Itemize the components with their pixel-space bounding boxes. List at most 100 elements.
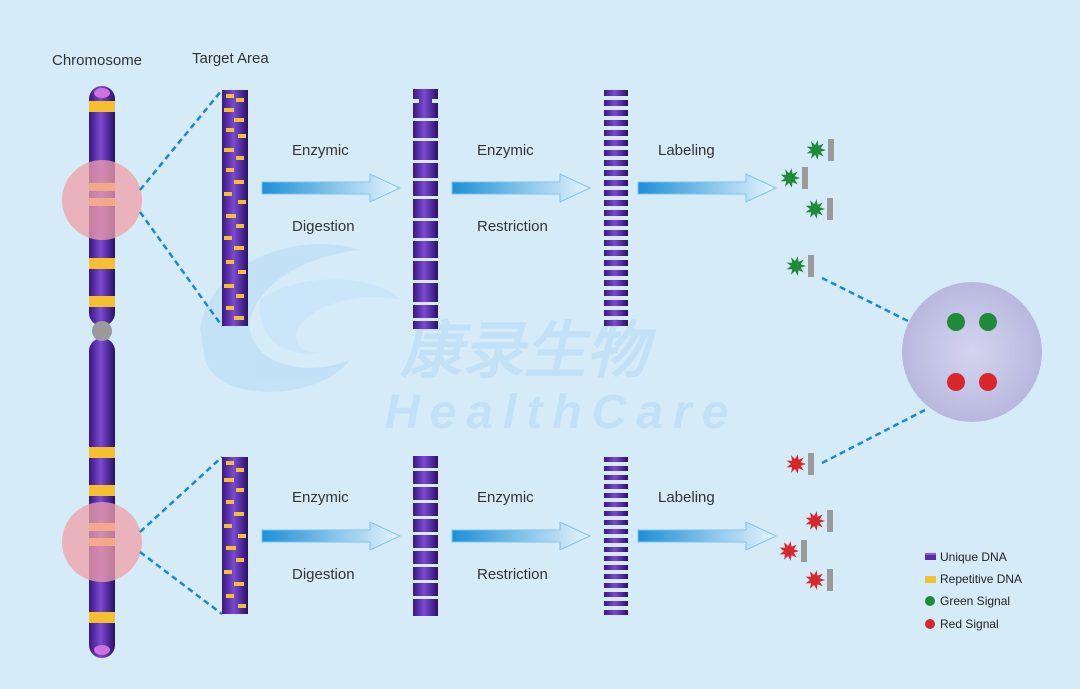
repeat-mark — [224, 236, 232, 240]
red-signal-probe-icon — [779, 541, 799, 561]
dna-fragment — [604, 484, 628, 489]
dna-fragment — [604, 290, 628, 296]
dna-fragment — [604, 140, 628, 146]
red-signal-probe-icon — [805, 570, 825, 590]
probe-bar — [828, 139, 834, 161]
gap — [413, 484, 438, 487]
step-label-labeling: Labeling — [658, 489, 715, 506]
repeat-mark — [238, 534, 246, 538]
arrow-restriction-lower — [451, 521, 592, 551]
gap — [413, 564, 438, 567]
arrow-restriction-upper — [451, 173, 592, 203]
digested-fragments-upper — [413, 89, 438, 329]
repeat-mark — [226, 94, 234, 98]
dna-fragment — [604, 300, 628, 306]
red-signal-probe-icon — [786, 454, 806, 474]
green-signal-probe-icon — [805, 199, 825, 219]
dna-fragment — [604, 320, 628, 326]
legend-label-repetitive-dna: Repetitive DNA — [940, 572, 1022, 586]
arrow-labeling-upper — [637, 173, 778, 203]
repeat-mark — [226, 128, 234, 132]
restricted-fragments-lower — [604, 457, 628, 615]
zoom-lines — [138, 89, 926, 615]
dna-fragment — [604, 565, 628, 570]
dna-fragment — [604, 230, 628, 236]
step-label-enzymic: Enzymic — [477, 142, 534, 159]
target-area-lower — [222, 457, 248, 614]
chromosome-arm-lower — [89, 338, 115, 658]
step-label-enzymic: Enzymic — [292, 489, 349, 506]
legend-label-unique-dna: Unique DNA — [940, 550, 1007, 564]
step-label-enzymic: Enzymic — [292, 142, 349, 159]
arrow-digestion-upper — [261, 173, 402, 203]
dna-fragment — [604, 592, 628, 597]
dna-fragment — [604, 270, 628, 276]
dna-fragment — [604, 502, 628, 507]
dna-fragment — [604, 90, 628, 96]
dna-fragment — [604, 120, 628, 126]
green-signal-probe-icon — [780, 168, 800, 188]
dna-fragment — [604, 466, 628, 471]
red-signal-dot — [947, 373, 965, 391]
process-arrows — [261, 173, 778, 551]
dna-fragment — [604, 457, 628, 462]
repeat-mark — [224, 192, 232, 196]
chromosome-tip-lower — [94, 645, 110, 655]
probe-bar — [827, 198, 833, 220]
watermark-chinese: 康录生物 — [399, 317, 657, 386]
dna-fragment — [604, 100, 628, 106]
repeat-mark — [236, 294, 244, 298]
repeat-mark — [236, 224, 244, 228]
green-signal-dot — [979, 313, 997, 331]
dna-fragment — [604, 260, 628, 266]
repetitive-band — [89, 258, 115, 269]
dna-fragment — [604, 601, 628, 606]
dna-fragment — [604, 310, 628, 316]
legend-swatch-red-signal — [925, 619, 935, 629]
probe-bar — [827, 569, 833, 591]
repeat-mark — [226, 594, 234, 598]
dna-fragment — [604, 493, 628, 498]
step-label-enzymic: Enzymic — [477, 489, 534, 506]
gap — [413, 218, 438, 221]
step-label-digestion: Digestion — [292, 566, 355, 583]
arrow-digestion-lower — [261, 521, 402, 551]
repeat-mark — [236, 98, 244, 102]
dna-fragment — [604, 170, 628, 176]
repetitive-band — [89, 101, 115, 112]
probe-bar — [802, 167, 808, 189]
dna-fragment — [604, 610, 628, 615]
repeat-mark — [226, 546, 236, 550]
repeat-mark — [224, 570, 232, 574]
repeat-mark — [238, 134, 246, 138]
repetitive-band — [89, 296, 115, 307]
restricted-fragments-upper — [604, 90, 628, 326]
dna-fragment — [604, 583, 628, 588]
repeat-mark — [236, 488, 244, 492]
dna-fragment — [604, 250, 628, 256]
dna-fragment — [604, 280, 628, 286]
step-label-restriction: Restriction — [477, 218, 548, 235]
repeat-mark — [226, 461, 234, 465]
repeat-mark — [238, 200, 246, 204]
step-label-labeling: Labeling — [658, 142, 715, 159]
gap — [413, 258, 438, 261]
repeat-mark — [234, 316, 244, 320]
repeat-mark — [238, 270, 246, 274]
probe-bar — [801, 540, 807, 562]
labeled-probes — [779, 139, 834, 591]
repetitive-band — [89, 485, 115, 496]
zoom-line — [139, 551, 223, 615]
gap — [413, 596, 438, 599]
zoom-line — [821, 276, 911, 324]
dna-fragment — [604, 180, 628, 186]
dna-fragment — [604, 547, 628, 552]
step-label-restriction: Restriction — [477, 566, 548, 583]
gap — [413, 160, 438, 163]
dna-fragment — [604, 556, 628, 561]
zoom-line — [138, 211, 224, 327]
repeat-mark — [236, 468, 244, 472]
dna-fragment — [604, 110, 628, 116]
zoom-line — [139, 456, 223, 533]
